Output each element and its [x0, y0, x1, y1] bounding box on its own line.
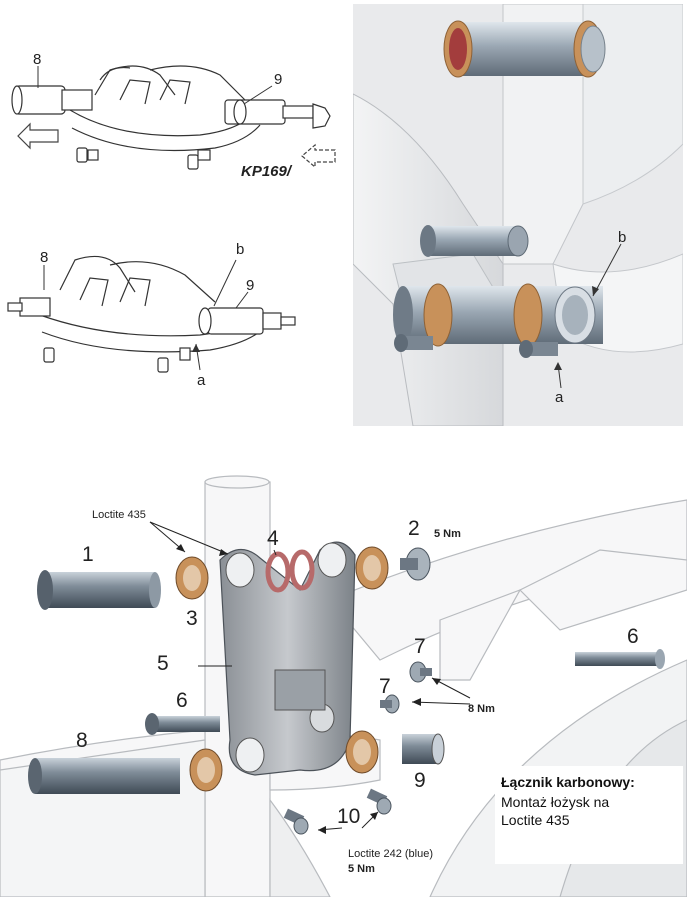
- render-label-a: a: [555, 389, 564, 406]
- sketch-2-label-a: a: [197, 372, 206, 389]
- part-label-8: 8: [76, 729, 88, 752]
- part-label-6-left: 6: [176, 689, 188, 712]
- carbon-link-note: Łącznik karbonowy: Montaż łożysk na Loct…: [495, 766, 683, 864]
- sketch-1-label-9: 9: [274, 71, 283, 88]
- exploded-view-panel: Loctite 435 1 2 5 Nm 3 4 5 6 6 7 7 8 Nm …: [0, 440, 687, 897]
- sketch-panel-bottom: 8 b 9 a: [0, 220, 345, 410]
- part-label-5: 5: [157, 652, 169, 675]
- part-label-9: 9: [414, 769, 426, 792]
- note-title: Łącznik karbonowy:: [501, 774, 635, 790]
- sketch-1-label-8: 8: [33, 51, 42, 68]
- part-label-2: 2: [408, 517, 420, 540]
- sketch-2-label-8: 8: [40, 249, 49, 266]
- part-label-10: 10: [337, 805, 361, 828]
- part-label-4: 4: [267, 527, 279, 550]
- part-label-7-bottom: 7: [379, 675, 391, 698]
- note-line-2: Loctite 435: [501, 812, 570, 828]
- sketch-2-label-b: b: [236, 241, 245, 258]
- render-panel: b a: [353, 4, 683, 426]
- torque-label-2: 5 Nm: [434, 528, 461, 540]
- sketch-panel-top: 8 9 KP169/: [0, 0, 345, 200]
- part-label-3: 3: [186, 607, 198, 630]
- torque-label-7: 8 Nm: [468, 703, 495, 715]
- exploded-view-drawing: [0, 475, 687, 897]
- loctite-435-label: Loctite 435: [92, 509, 146, 521]
- render-drawing: [353, 4, 683, 426]
- part-label-1: 1: [82, 543, 94, 566]
- sketch-2-label-9: 9: [246, 277, 255, 294]
- sketch-2-drawing: [7, 255, 296, 373]
- part-label-7-top: 7: [414, 635, 426, 658]
- torque-label-10: 5 Nm: [348, 863, 375, 875]
- loctite-242-label: Loctite 242 (blue): [348, 848, 433, 860]
- part-label-6-right: 6: [627, 625, 639, 648]
- note-line-1: Montaż łożysk na: [501, 794, 610, 810]
- sketch-1-code: KP169/: [241, 163, 292, 180]
- sketch-1-drawing: [11, 65, 336, 170]
- render-label-b: b: [618, 229, 627, 246]
